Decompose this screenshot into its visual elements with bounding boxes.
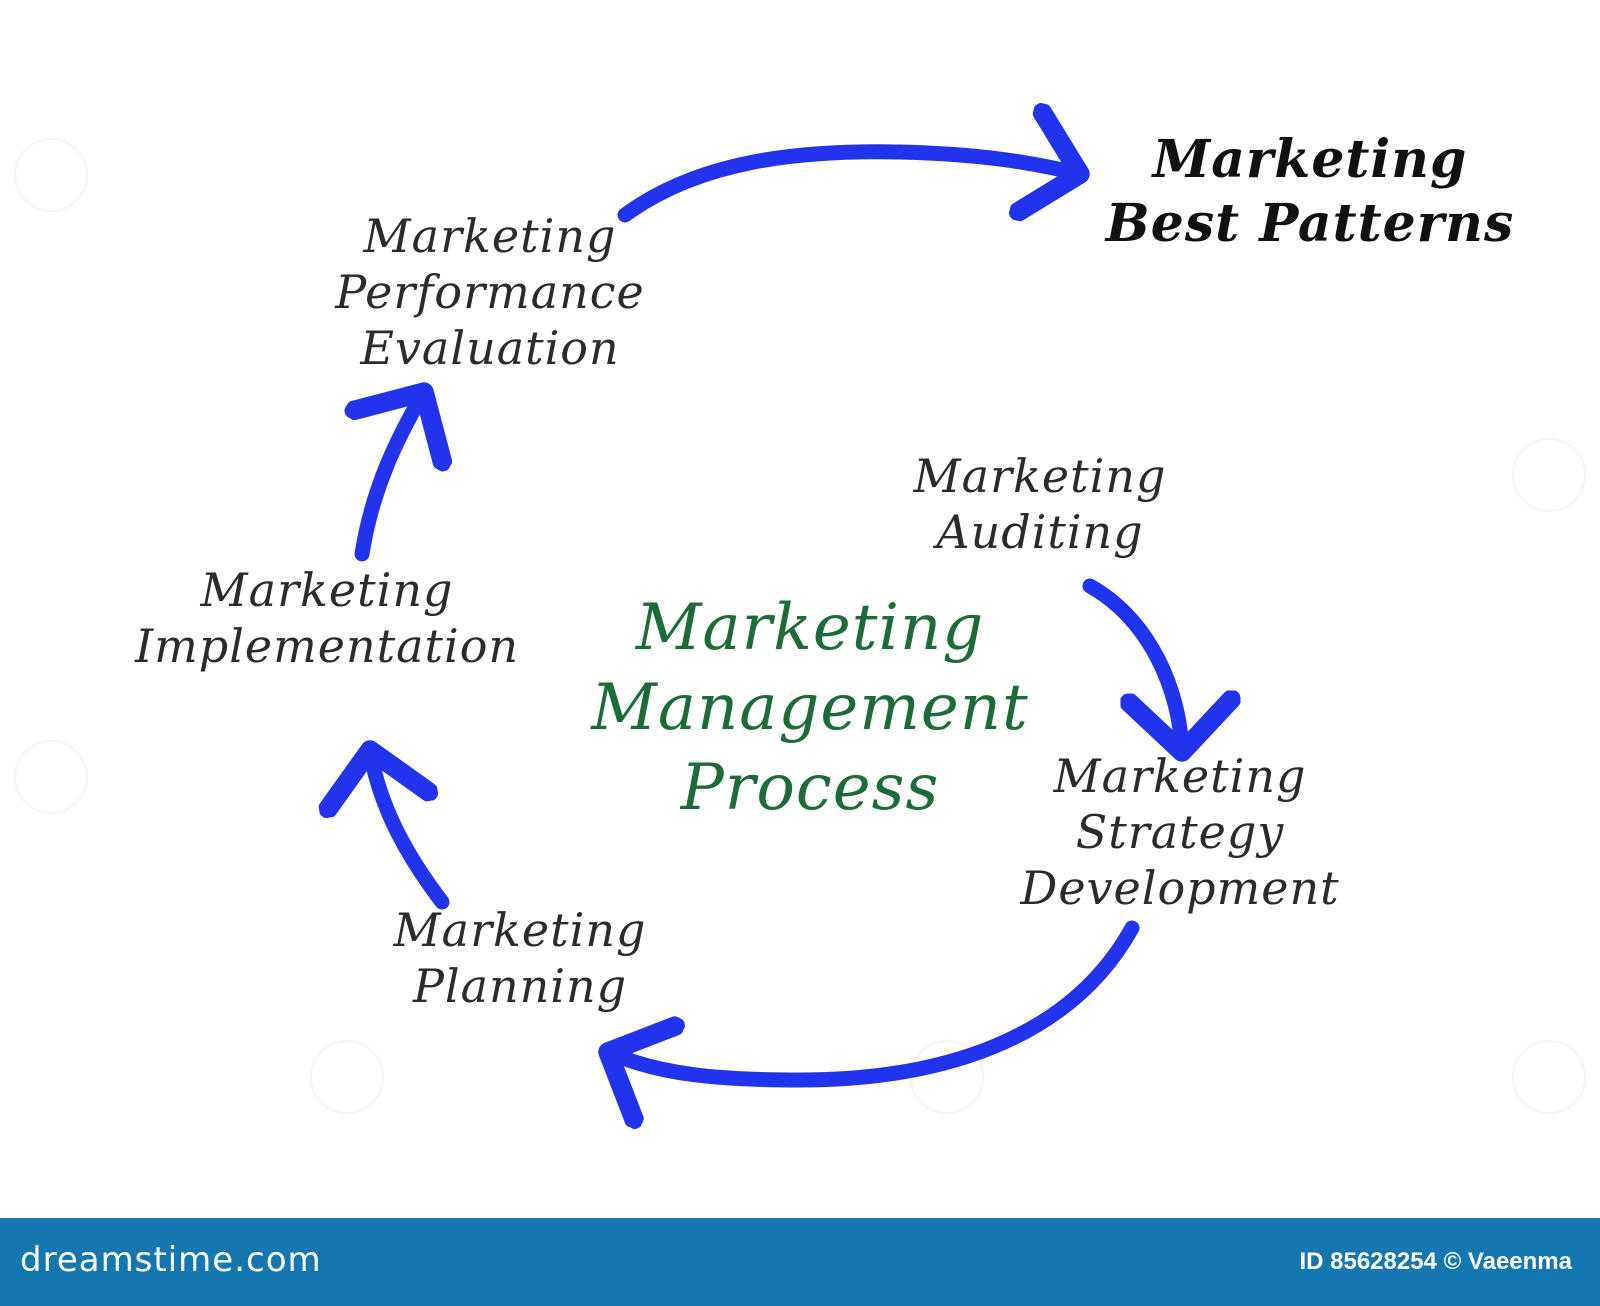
node-line: Marketing [200,563,454,617]
arrow-evaluation-to-best-patterns [617,152,1080,223]
node-line: Strategy [1075,805,1285,859]
diagram-center-title: Marketing Management Process [540,588,1080,828]
watermark-logo [14,138,88,212]
node-line: Best Patterns [1105,193,1515,254]
node-line: Marketing [1053,749,1307,803]
node-marketing-implementation: Marketing Implementation [92,562,562,674]
node-marketing-best-patterns: Marketing Best Patterns [1100,128,1520,256]
node-marketing-auditing: Marketing Auditing [880,448,1200,560]
node-line: Evaluation [360,321,620,375]
node-line: Marketing [1152,129,1468,190]
center-title-line: Marketing [635,591,985,665]
node-marketing-strategy-development: Marketing Strategy Development [990,748,1370,916]
node-line: Performance [335,265,645,319]
node-marketing-planning: Marketing Planning [360,902,680,1014]
node-marketing-performance-evaluation: Marketing Performance Evaluation [300,208,680,376]
node-line: Implementation [134,619,520,673]
watermark-logo [1512,1040,1586,1114]
arrow-implementation-to-evaluation [362,392,424,562]
node-line: Auditing [936,505,1144,559]
diagram-canvas: Marketing Performance Evaluation Marketi… [0,0,1600,1218]
watermark-logo [14,740,88,814]
node-line: Marketing [393,903,647,957]
node-line: Marketing [363,209,617,263]
cycle-arrows [0,0,1600,1218]
center-title-line: Management [591,671,1029,745]
node-line: Planning [412,959,628,1013]
watermark-logo [310,1040,384,1114]
footer-bar: dreamstime.com ID 85628254 © Vaeenma [0,1218,1600,1306]
arrow-strategy-to-planning [608,920,1140,1080]
center-title-line: Process [680,751,940,825]
node-line: Development [1020,861,1340,915]
footer-credit: ID 85628254 © Vaeenma [1299,1248,1572,1275]
footer-brand[interactable]: dreamstime.com [20,1240,322,1280]
arrow-planning-to-implementation [370,750,450,910]
watermark-logo [1512,438,1586,512]
arrow-auditing-to-strategy [1082,578,1182,752]
node-line: Marketing [913,449,1167,503]
